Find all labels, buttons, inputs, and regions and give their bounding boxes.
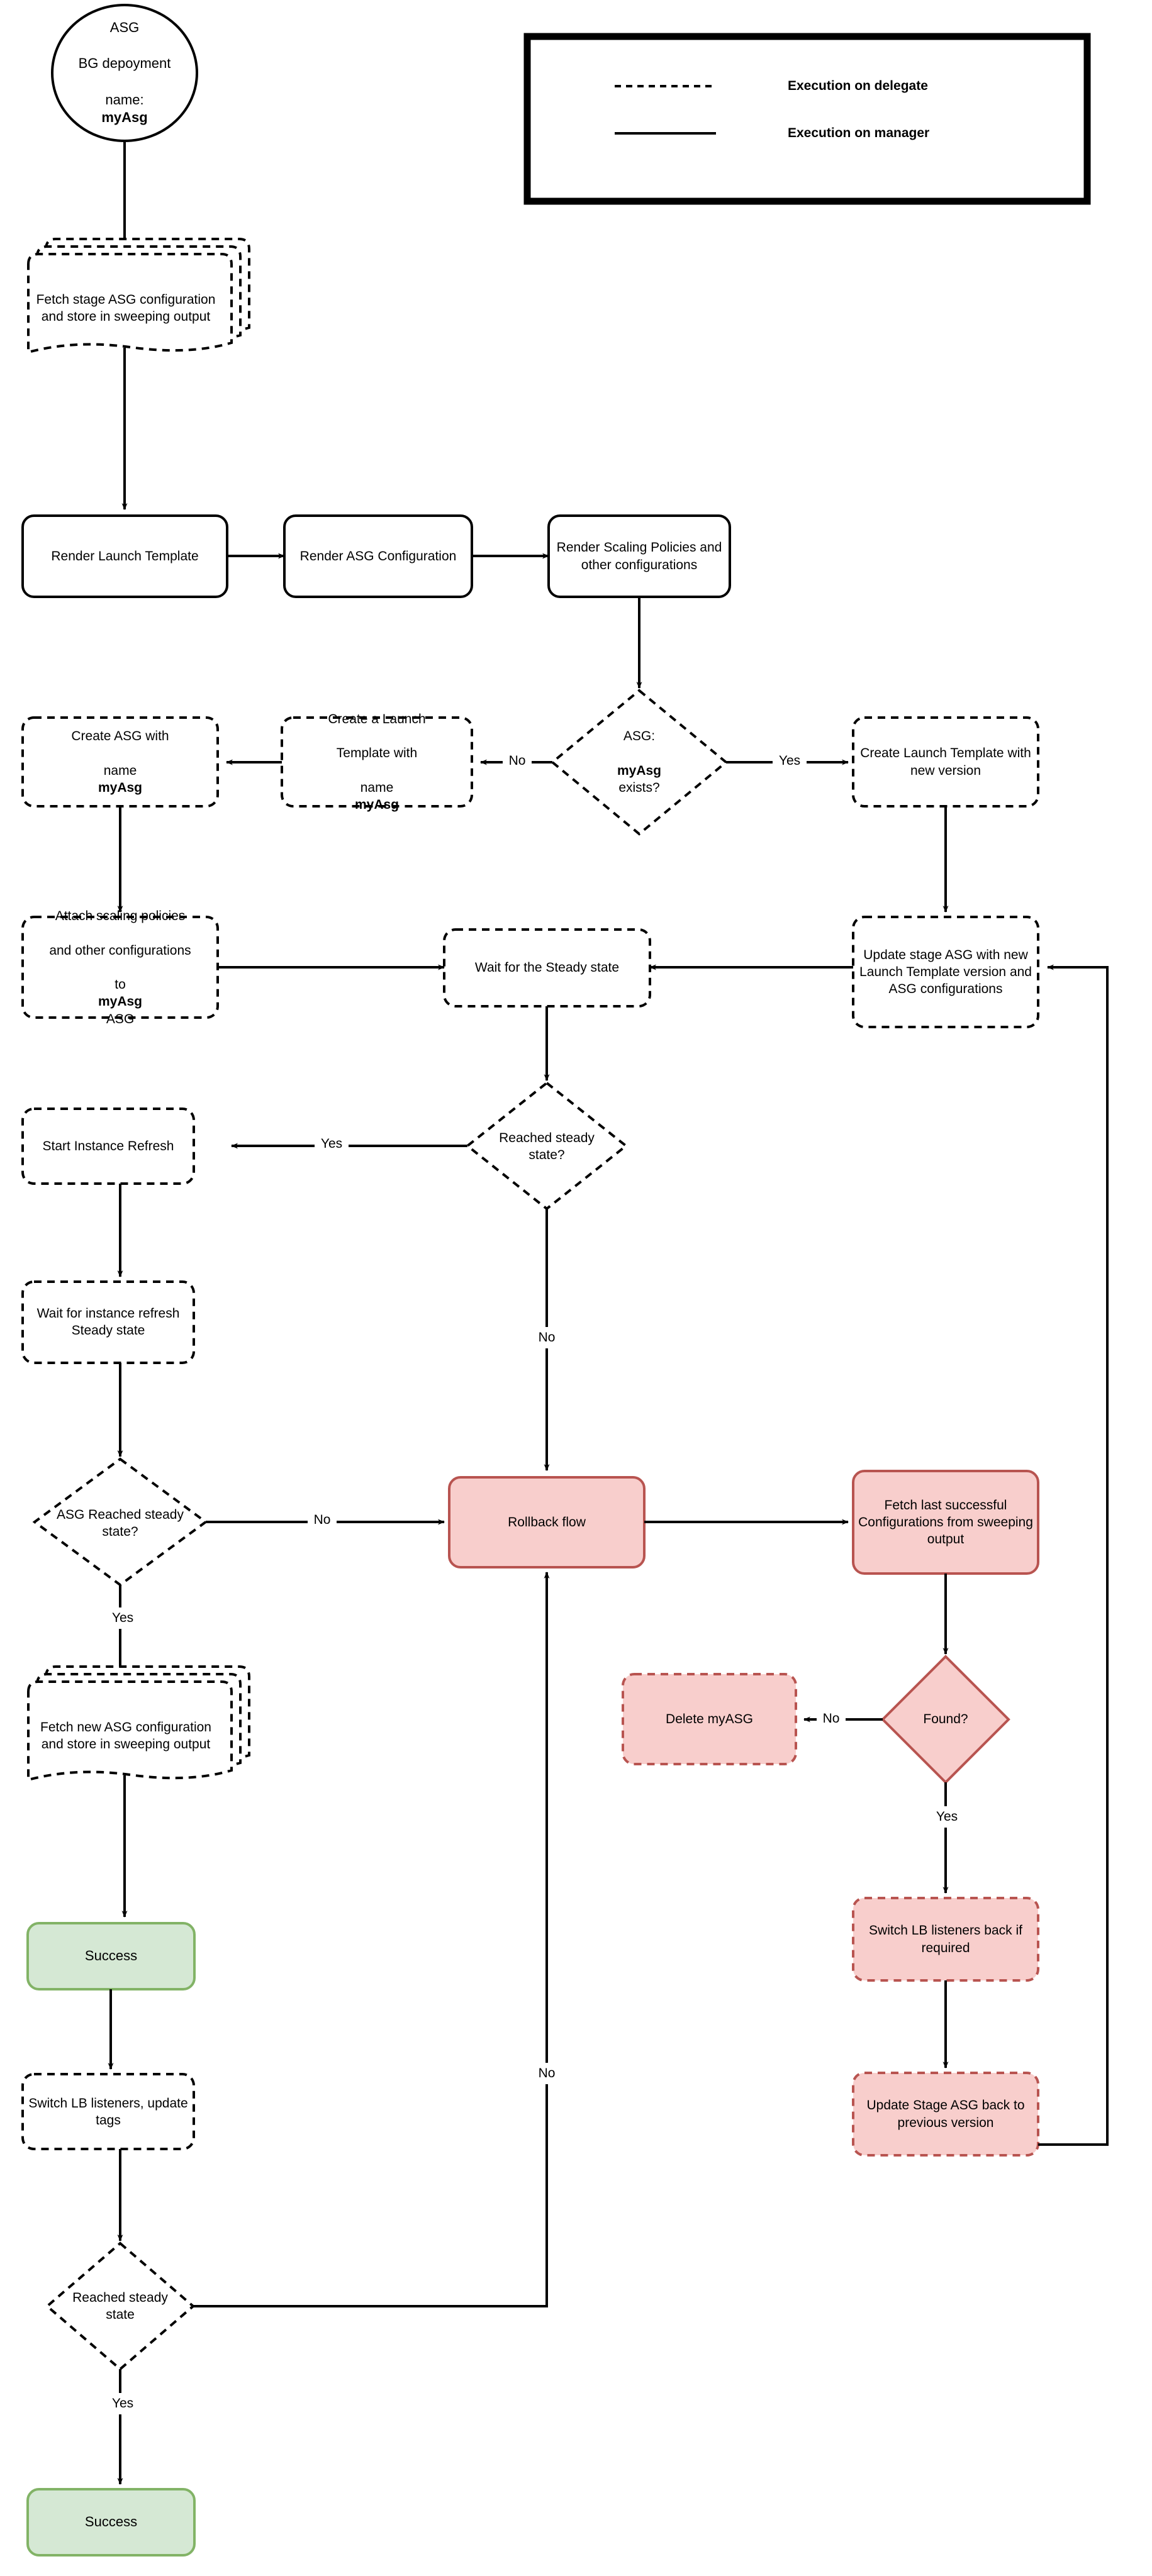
node-success-1-shape — [26, 1922, 196, 1990]
node-delete-myasg-shape — [622, 1673, 797, 1765]
node-switch-lb-update-tags-shape — [21, 2073, 195, 2150]
node-rollback-flow-shape — [448, 1476, 646, 1568]
node-create-asg-myasg-shape — [21, 716, 219, 808]
node-start-ellipse — [51, 4, 198, 142]
node-asg-reached-steady-q-shape — [32, 1457, 208, 1587]
edge-label-reached-no: No — [532, 1327, 561, 1348]
node-fetch-last-successful-shape — [852, 1470, 1039, 1575]
edge-label-asgexists-yes: Yes — [773, 750, 807, 772]
node-reached-steady-state-2-shape — [45, 2241, 196, 2371]
edge-label-asgreached-no: No — [308, 1509, 337, 1531]
edge-label-reached2-yes: Yes — [106, 2393, 140, 2414]
node-success-2-shape — [26, 2488, 196, 2557]
node-wait-steady-state-shape — [443, 928, 651, 1008]
node-create-launch-template-myasg-shape — [281, 716, 473, 808]
edge-label-found-yes: Yes — [930, 1806, 964, 1828]
node-update-stage-asg-shape — [852, 916, 1039, 1028]
edge-reached2-no-to-rollback — [193, 1572, 550, 2307]
edge-updateback-loop-to-updatestage — [1038, 964, 1109, 2146]
node-wait-instance-refresh-shape — [21, 1280, 195, 1364]
edge-label-asgreached-yes: Yes — [106, 1607, 140, 1629]
node-start-instance-refresh-shape — [21, 1108, 195, 1185]
node-render-scaling-policies-shape — [547, 514, 731, 598]
node-fetch-new-asg-shape — [27, 1665, 250, 1782]
node-found-q-shape — [881, 1655, 1010, 1784]
node-asg-exists-shape — [550, 689, 729, 836]
node-reached-steady-state-q-shape — [465, 1081, 629, 1211]
node-update-stage-asg-back-shape — [852, 2072, 1039, 2157]
node-render-launch-template-shape — [21, 514, 228, 598]
edge-label-found-no: No — [817, 1708, 846, 1729]
node-render-asg-config-shape — [283, 514, 473, 598]
edge-label-reached2-no: No — [532, 2063, 561, 2084]
edge-label-asgexists-no: No — [503, 750, 532, 772]
edge-label-reached-yes: Yes — [315, 1133, 349, 1155]
node-switch-lb-back-shape — [852, 1897, 1039, 1982]
legend-label-delegate: Execution on delegate — [788, 79, 928, 93]
legend-box — [523, 33, 1091, 205]
node-fetch-stage-asg-shape — [27, 238, 250, 354]
node-create-launch-template-new-shape — [852, 716, 1039, 808]
legend-label-manager: Execution on manager — [788, 126, 930, 140]
node-attach-scaling-policies-shape — [21, 916, 219, 1019]
